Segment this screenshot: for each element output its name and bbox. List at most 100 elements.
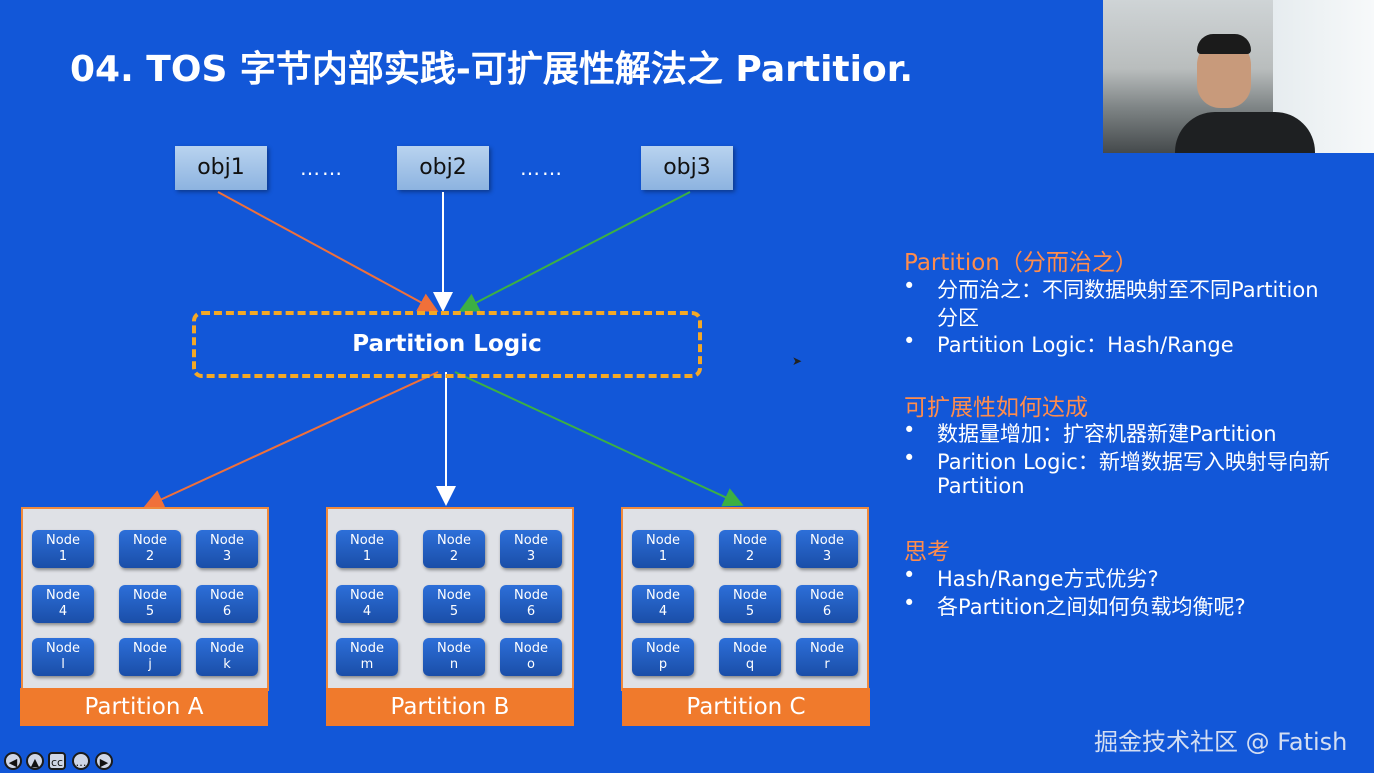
node-label: Node (514, 588, 548, 603)
node-label: Node (733, 533, 767, 548)
node-label: Node (350, 588, 384, 603)
node-id: q (745, 657, 755, 672)
arrow-logic-to-partition-c (454, 371, 744, 507)
node-id: p (658, 657, 668, 672)
bullet-load-balance: 各Partition之间如何负载均衡呢? (903, 591, 1246, 621)
section-heading-scalability: 可扩展性如何达成 (904, 395, 1088, 421)
object-box-obj1: obj1 (175, 146, 267, 190)
node-label: Node (810, 533, 844, 548)
node-id: 6 (526, 604, 536, 619)
node-label: Node (733, 588, 767, 603)
node-label: Node (646, 533, 680, 548)
partition-c-label: Partition C (622, 688, 870, 726)
node-id: k (223, 657, 231, 672)
node-id: 2 (145, 549, 155, 564)
arrow-logic-to-partition-a (143, 371, 439, 509)
mouse-cursor-icon: ➤ (792, 354, 803, 368)
node-id: 5 (145, 604, 155, 619)
node-label: Node (810, 641, 844, 656)
node-id: 4 (58, 604, 68, 619)
node-id: 6 (822, 604, 832, 619)
node-label: Node (350, 533, 384, 548)
node-label: Node (210, 588, 244, 603)
partition-b-label: Partition B (326, 688, 574, 726)
partition-a-label: Partition A (20, 688, 268, 726)
node-id: 2 (449, 549, 459, 564)
node-id: 5 (745, 604, 755, 619)
node-label: Node (210, 641, 244, 656)
node-label: Node (514, 533, 548, 548)
slide-title: 04. TOS 字节内部实践-可扩展性解法之 Partitior. (70, 49, 913, 90)
node-id: 3 (526, 549, 536, 564)
warning-icon[interactable]: ▲ (26, 752, 44, 770)
node-label: Node (46, 641, 80, 656)
node-id: 1 (58, 549, 68, 564)
node-label: Node (514, 641, 548, 656)
section-heading-thinking: 思考 (904, 539, 950, 565)
bullet-data-growth: 数据量增加：扩容机器新建Partition (903, 418, 1276, 448)
bullet-divide-conquer: 分而治之：不同数据映射至不同Partition (903, 274, 1318, 304)
node-id: r (824, 657, 830, 672)
forward-icon[interactable]: ▶ (95, 752, 113, 770)
node-id: 1 (658, 549, 668, 564)
back-icon[interactable]: ◀ (4, 752, 22, 770)
node-id: n (449, 657, 459, 672)
bullet-partition-logic: Partition Logic：Hash/Range (903, 329, 1234, 359)
node-label: Node (437, 641, 471, 656)
bullet-parition-logic: Parition Logic：新增数据写入映射导向新 (903, 446, 1330, 476)
more-icon[interactable]: … (72, 752, 90, 770)
node-label: Node (210, 533, 244, 548)
ellipsis-2: …… (520, 156, 564, 180)
partition-logic-box: Partition Logic (192, 311, 702, 378)
node-label: Node (133, 641, 167, 656)
webcam-video (1103, 0, 1374, 153)
watermark: 掘金技术社区 @ Fatish (1094, 728, 1348, 756)
node-label: Node (133, 533, 167, 548)
captions-icon[interactable]: cc (48, 752, 66, 770)
webcam-speaker-hair (1197, 34, 1251, 54)
bullet-divide-conquer-cont: 分区 (937, 306, 979, 330)
node-label: Node (350, 641, 384, 656)
ellipsis-1: …… (300, 156, 344, 180)
node-id: 3 (222, 549, 232, 564)
node-id: 6 (222, 604, 232, 619)
bullet-parition-logic-cont: Partition (937, 474, 1025, 498)
node-id: o (527, 657, 535, 672)
node-label: Node (733, 641, 767, 656)
node-id: 1 (362, 549, 372, 564)
arrow-obj1-to-logic (217, 191, 439, 312)
webcam-speaker-body (1175, 112, 1315, 153)
object-box-obj2: obj2 (397, 146, 489, 190)
node-id: m (360, 657, 374, 672)
